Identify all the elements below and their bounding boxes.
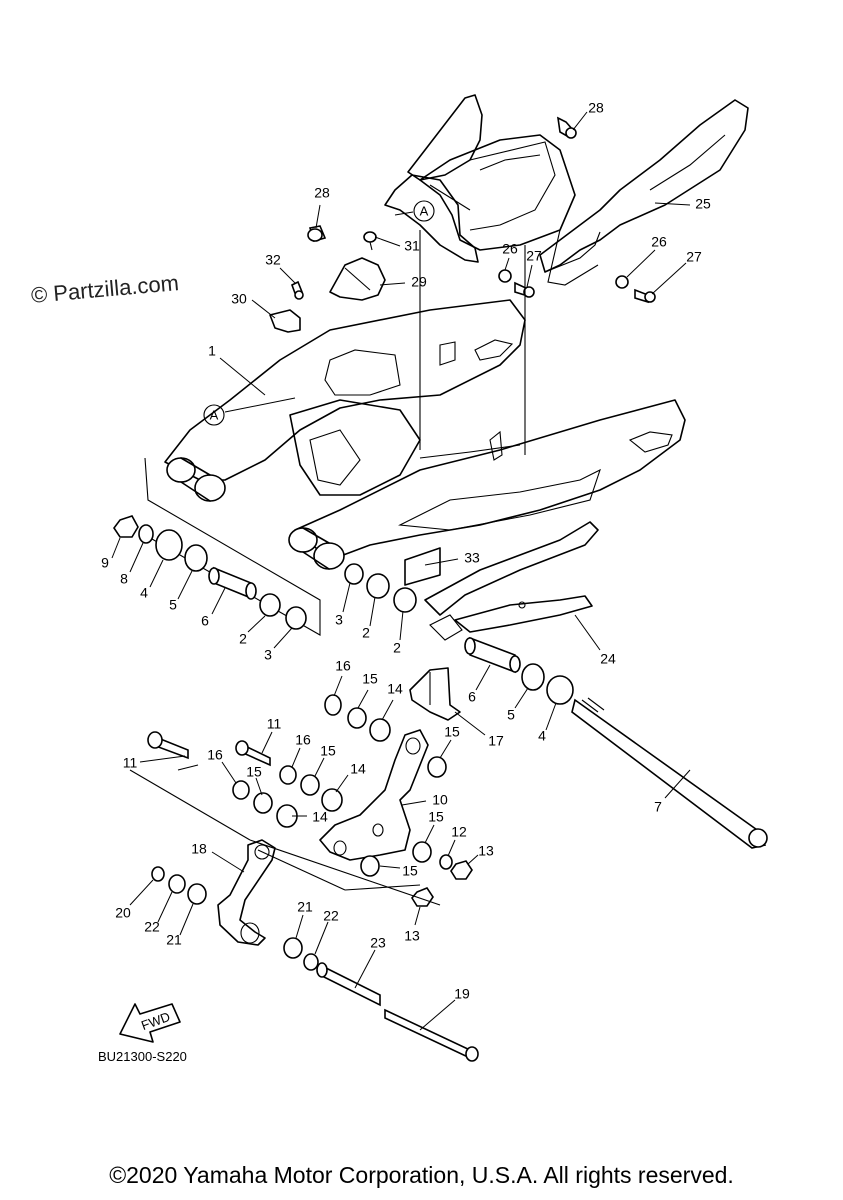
- callout-16: 16: [335, 658, 351, 674]
- callout-20: 20: [115, 905, 131, 921]
- callout-2: 2: [239, 631, 247, 647]
- callout-23: 23: [370, 935, 386, 951]
- callout-13: 13: [478, 843, 494, 859]
- callout-7: 7: [654, 799, 662, 815]
- callout-8: 8: [120, 571, 128, 587]
- callout-32: 32: [265, 252, 281, 268]
- callout-4: 4: [140, 585, 148, 601]
- callout-26: 26: [502, 241, 518, 257]
- chain-slider: [424, 521, 599, 641]
- callout-5: 5: [169, 597, 177, 613]
- callout-31: 31: [404, 238, 420, 254]
- callout-labels: 28 28 25 26 27 26 27 31 29 32 30 1 33: [101, 100, 711, 1031]
- callout-16: 16: [295, 732, 311, 748]
- callout-26: 26: [651, 234, 667, 250]
- callout-13: 13: [404, 928, 420, 944]
- callout-3: 3: [264, 647, 272, 663]
- reference-marker-a-lower: A: [203, 397, 296, 426]
- callout-11: 11: [267, 716, 282, 732]
- fwd-arrow-icon: FWD: [119, 1003, 181, 1043]
- callout-25: 25: [695, 196, 711, 212]
- relay-bolts: [147, 731, 271, 767]
- callout-22: 22: [323, 908, 339, 924]
- callout-3: 3: [335, 612, 343, 628]
- svg-text:A: A: [210, 407, 219, 422]
- callout-11: 11: [123, 755, 138, 771]
- callout-24: 24: [600, 651, 616, 667]
- callout-9: 9: [101, 555, 109, 571]
- callout-18: 18: [191, 841, 207, 857]
- callout-6: 6: [201, 613, 209, 629]
- callout-21: 21: [297, 899, 313, 915]
- rear-side-cover: [539, 99, 749, 286]
- lower-bolts: [316, 962, 479, 1062]
- callout-33: 33: [464, 550, 480, 566]
- callout-15: 15: [402, 863, 418, 879]
- rear-fender-upper: [384, 94, 576, 263]
- callout-5: 5: [507, 707, 515, 723]
- callout-14: 14: [387, 681, 403, 697]
- callout-27: 27: [526, 248, 542, 264]
- copyright-notice: ©2020 Yamaha Motor Corporation, U.S.A. A…: [109, 1162, 734, 1188]
- pivot-stack-right: [344, 547, 768, 849]
- callout-16: 16: [207, 747, 223, 763]
- callout-15: 15: [428, 809, 444, 825]
- callout-15: 15: [320, 743, 336, 759]
- callout-4: 4: [538, 728, 546, 744]
- callout-15: 15: [362, 671, 378, 687]
- swingarm: [164, 230, 686, 570]
- diagram-code: BU21300-S220: [98, 1049, 187, 1064]
- callout-2: 2: [393, 640, 401, 656]
- callout-1: 1: [208, 343, 216, 359]
- callout-21: 21: [166, 932, 182, 948]
- callout-12: 12: [451, 824, 467, 840]
- bracket-17: [409, 667, 461, 721]
- callout-19: 19: [454, 986, 470, 1002]
- callout-22: 22: [144, 919, 160, 935]
- callout-29: 29: [411, 274, 427, 290]
- svg-text:A: A: [420, 203, 429, 218]
- construction-lines: [129, 764, 441, 906]
- pivot-stack-left: [113, 457, 321, 636]
- callout-28: 28: [314, 185, 330, 201]
- callout-15: 15: [444, 724, 460, 740]
- callout-14: 14: [312, 809, 328, 825]
- callout-14: 14: [350, 761, 366, 777]
- callout-17: 17: [488, 733, 504, 749]
- fastener-upper-group: [269, 116, 656, 333]
- connecting-rod: [151, 839, 319, 971]
- callout-6: 6: [468, 689, 476, 705]
- relay-bushing-set: [232, 694, 473, 907]
- callout-28: 28: [588, 100, 604, 116]
- callout-30: 30: [231, 291, 247, 307]
- callout-10: 10: [432, 792, 448, 808]
- callout-27: 27: [686, 249, 702, 265]
- reference-marker-a-upper: A: [394, 200, 435, 222]
- callout-2: 2: [362, 625, 370, 641]
- callout-15: 15: [246, 764, 262, 780]
